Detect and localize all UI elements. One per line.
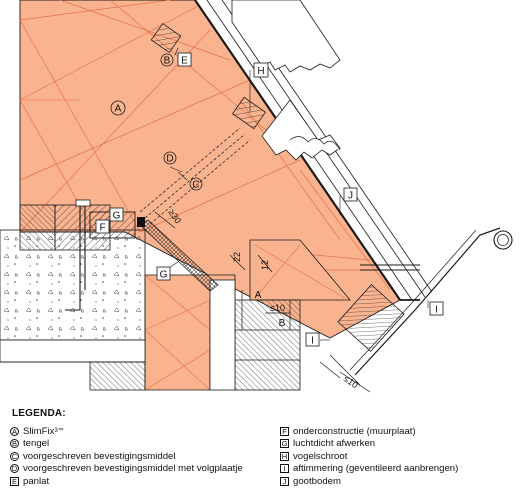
fascia-board <box>337 284 405 352</box>
marker-i-right: I <box>429 301 444 316</box>
legend-item-h: H vogelschroot <box>280 450 515 463</box>
svg-text:G: G <box>160 270 168 281</box>
marker-b: B <box>160 53 174 67</box>
legend-title: LEGENDA: <box>12 408 66 419</box>
legend-marker-a: A <box>10 426 19 436</box>
legend-marker-b: B <box>10 439 19 449</box>
dimension-lines <box>154 211 371 393</box>
marker-i-left: I <box>305 332 320 347</box>
legend-item-f: F onderconstructie (muurplaat) <box>280 425 515 438</box>
legend-item-c: C voorgeschreven bevestigingsmiddel <box>10 450 280 463</box>
svg-text:E: E <box>181 56 188 67</box>
legend-marker-c: C <box>10 451 19 461</box>
legend-marker-i: I <box>280 464 289 474</box>
legend-label-h: vogelschroot <box>293 450 348 462</box>
svg-text:I: I <box>435 305 438 316</box>
legend-label-d: voorgeschreven bevestigingsmiddel met vo… <box>23 463 243 475</box>
marker-g-top: G <box>109 207 124 222</box>
leader-lines <box>164 47 429 341</box>
legend-item-b: B tengel <box>10 438 280 451</box>
legend-label-i: aftimmering (geventileerd aanbrengen) <box>293 463 459 475</box>
legend-label-j: gootbodem <box>293 475 342 487</box>
svg-text:B: B <box>279 318 286 329</box>
legend-marker-d: D <box>10 464 19 474</box>
legend-label-e: panlat <box>23 475 50 487</box>
svg-text:J: J <box>348 191 353 202</box>
svg-text:I: I <box>311 336 314 347</box>
fasteners <box>139 127 251 225</box>
legend-label-b: tengel <box>23 438 50 450</box>
legend-item-i: I aftimmering (geventileerd aanbrengen) <box>280 463 515 476</box>
marker-c: C <box>189 177 203 191</box>
marker-a: A <box>110 100 126 116</box>
dimension-10-lower: ≤10 <box>342 373 360 390</box>
insulation-eave-block <box>249 239 351 301</box>
marker-h: H <box>253 62 269 78</box>
svg-text:F: F <box>99 223 105 234</box>
legend-sup-a: 3™ <box>54 428 64 435</box>
legend-item-e: E panlat <box>10 475 280 488</box>
legend-item-d: D voorgeschreven bevestigingsmiddel met … <box>10 463 280 476</box>
wall-structure <box>0 199 301 391</box>
legend-item-j: J gootbodem <box>280 475 515 488</box>
dimension-10-upper: ≤10 <box>270 303 285 313</box>
legend-marker-f: F <box>280 426 289 436</box>
legend-label-g: luchtdicht afwerken <box>293 438 376 450</box>
svg-text:D: D <box>166 154 173 165</box>
legend-item-g: G luchtdicht afwerken <box>280 438 515 451</box>
marker-d: D <box>163 151 177 165</box>
legend-label-a: SlimFix <box>23 425 55 437</box>
svg-text:C: C <box>192 180 199 191</box>
dimension-22: 22 <box>232 252 242 262</box>
legend-marker-e: E <box>10 476 19 486</box>
dimension-12: 12 <box>260 260 270 270</box>
legend-marker-h: H <box>280 451 289 461</box>
legend-marker-j: J <box>280 476 289 486</box>
marker-a-dim: A <box>255 290 262 301</box>
batten-e <box>150 22 182 54</box>
svg-text:G: G <box>113 211 121 222</box>
roof-tiles <box>231 0 341 161</box>
legend-label-f: onderconstructie (muurplaat) <box>293 425 416 437</box>
marker-f: F <box>95 219 110 234</box>
legend-column-right: F onderconstructie (muurplaat) G luchtdi… <box>280 425 515 488</box>
marker-j: J <box>343 187 358 202</box>
roof-eaves-section-drawing: A B E H D C J G F G I I A <box>0 0 513 393</box>
svg-text:A: A <box>255 290 262 301</box>
marker-e: E <box>177 52 192 67</box>
batten-upper <box>232 96 266 130</box>
svg-text:H: H <box>257 66 264 77</box>
legend-marker-g: G <box>280 439 289 449</box>
svg-text:A: A <box>115 104 122 115</box>
marker-b-dim: B <box>279 318 286 329</box>
legend-label-c: voorgeschreven bevestigingsmiddel <box>23 450 176 462</box>
marker-g-bottom: G <box>156 266 171 281</box>
svg-text:B: B <box>164 56 171 67</box>
